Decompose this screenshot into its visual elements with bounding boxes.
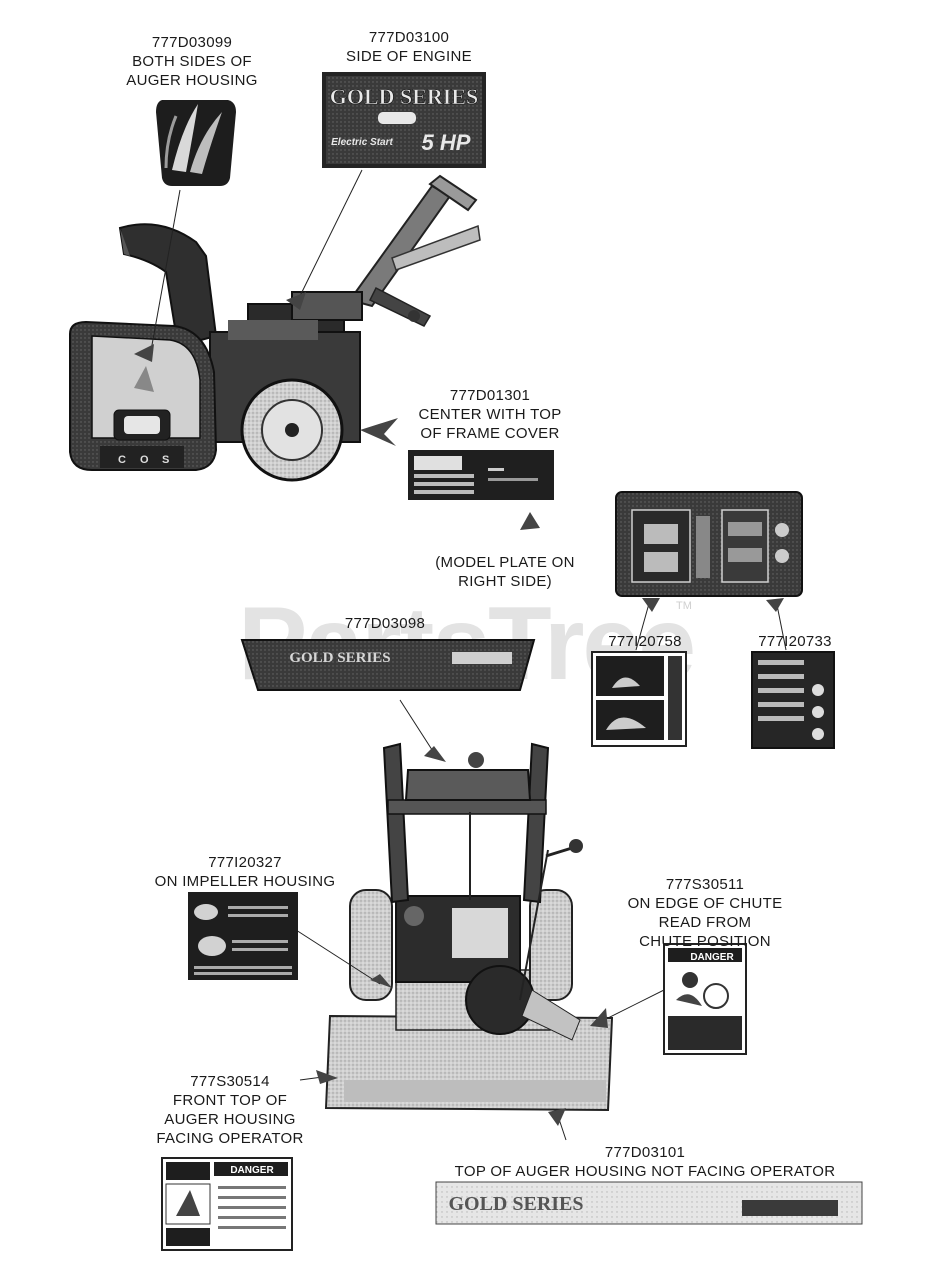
- leader-arrows-panel: [642, 598, 784, 612]
- leader-lines-side: [149, 169, 363, 357]
- decal-777D03099[interactable]: [156, 100, 236, 186]
- location-line: RIGHT SIDE): [458, 573, 552, 590]
- part-number: 777S30514: [190, 1073, 270, 1090]
- part-number: 777D03100: [368, 29, 450, 46]
- chute-decal-danger: DANGER: [690, 952, 734, 963]
- label-777D03099: 777D03099 BOTH SIDES OF AUGER HOUSING: [112, 33, 272, 90]
- location-line: OF FRAME COVER: [420, 425, 560, 442]
- location-line: SIDE OF ENGINE: [346, 48, 472, 65]
- label-777I20758: 777I20758: [590, 632, 700, 651]
- front-decal-danger: DANGER: [230, 1165, 274, 1176]
- auger-letter-1: C: [118, 454, 126, 466]
- leader-arrows-rear: [316, 746, 608, 1126]
- part-number: 777I20733: [758, 633, 832, 650]
- part-number: 777I20327: [208, 854, 282, 871]
- label-777D01301: 777D01301 CENTER WITH TOP OF FRAME COVER: [400, 386, 580, 443]
- location-line: TOP OF AUGER HOUSING NOT FACING OPERATOR: [454, 1163, 836, 1180]
- control-panel: [615, 491, 803, 597]
- location-line: FACING OPERATOR: [156, 1130, 304, 1147]
- label-model-plate: (MODEL PLATE ON RIGHT SIDE): [420, 553, 590, 591]
- engine-decal-hp: 5 HP: [422, 130, 471, 155]
- location-line: CHUTE POSITION: [639, 933, 771, 950]
- snowblower-rear-view: [324, 742, 614, 1112]
- part-number: 777S30511: [665, 876, 745, 893]
- decal-777S30514[interactable]: DANGER: [161, 1157, 293, 1251]
- label-777D03101: 777D03101 TOP OF AUGER HOUSING NOT FACIN…: [420, 1143, 870, 1181]
- location-line: CENTER WITH TOP: [418, 406, 562, 423]
- decal-777D01301[interactable]: [408, 450, 554, 500]
- decal-777D03098[interactable]: GOLD SERIES: [240, 639, 536, 691]
- location-line: AUGER HOUSING: [164, 1111, 296, 1128]
- location-line: BOTH SIDES OF: [132, 53, 252, 70]
- location-line: (MODEL PLATE ON: [435, 554, 575, 571]
- decal-777D03101[interactable]: GOLD SERIES: [435, 1181, 863, 1225]
- label-777S30511: 777S30511 ON EDGE OF CHUTE READ FROM CHU…: [610, 875, 800, 951]
- decal-777I20758[interactable]: [591, 651, 687, 747]
- part-number: 777I20758: [608, 633, 682, 650]
- leader-arrows-side: [134, 292, 540, 530]
- watermark-tm: TM: [676, 600, 692, 612]
- label-777I20327: 777I20327 ON IMPELLER HOUSING: [140, 853, 350, 891]
- auger-letter-2: O: [140, 454, 149, 466]
- label-777S30514: 777S30514 FRONT TOP OF AUGER HOUSING FAC…: [140, 1072, 320, 1148]
- part-number: 777D03099: [151, 34, 233, 51]
- decal-777I20733[interactable]: [751, 651, 835, 749]
- label-777D03100: 777D03100 SIDE OF ENGINE: [324, 28, 494, 66]
- decal-777I20327[interactable]: [188, 892, 298, 980]
- location-line: READ FROM: [658, 914, 752, 931]
- auger-top-decal-brand: GOLD SERIES: [448, 1193, 583, 1215]
- snowblower-side-view: C O S: [69, 174, 481, 482]
- dash-decal-brand: GOLD SERIES: [289, 650, 390, 666]
- part-number: 777D01301: [449, 387, 531, 404]
- decal-777S30511[interactable]: DANGER: [663, 943, 747, 1055]
- decal-777D03100[interactable]: GOLD SERIES Electric Start 5 HP: [322, 72, 486, 168]
- location-line: AUGER HOUSING: [126, 72, 258, 89]
- engine-decal-brand: GOLD SERIES: [330, 84, 479, 109]
- label-777I20733: 777I20733: [740, 632, 850, 651]
- location-line: ON EDGE OF CHUTE: [627, 895, 783, 912]
- label-777D03098: 777D03098: [320, 614, 450, 633]
- engine-decal-line: Electric Start: [331, 137, 393, 148]
- location-line: FRONT TOP OF: [172, 1092, 288, 1109]
- auger-letter-3: S: [162, 454, 169, 466]
- part-number: 777D03101: [604, 1144, 686, 1161]
- part-number: 777D03098: [344, 615, 426, 632]
- location-line: ON IMPELLER HOUSING: [154, 873, 336, 890]
